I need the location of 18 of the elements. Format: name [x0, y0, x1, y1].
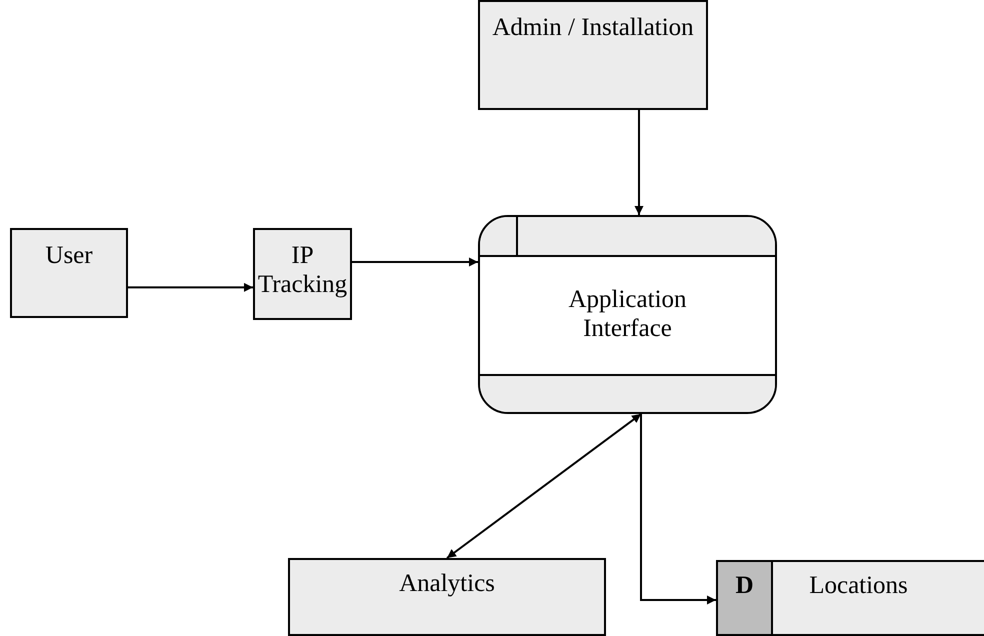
store-name: Locations [808, 571, 909, 601]
process-box [288, 558, 606, 636]
box-label: IP Tracking [256, 242, 348, 300]
process-box [478, 215, 777, 414]
arrow [446, 413, 642, 559]
box-label: Admin / Installation [491, 14, 695, 43]
arrow [640, 414, 716, 604]
arrow [352, 258, 478, 266]
arrow [634, 110, 644, 215]
box-label: Application Interface [567, 286, 688, 344]
store-id: D [718, 562, 773, 634]
box-label: User [44, 242, 94, 271]
arrow [128, 282, 253, 292]
process-box [478, 0, 708, 110]
process-box [10, 228, 128, 318]
process-box [253, 228, 352, 320]
data-store-box [716, 560, 984, 636]
box-label: Analytics [398, 570, 496, 599]
